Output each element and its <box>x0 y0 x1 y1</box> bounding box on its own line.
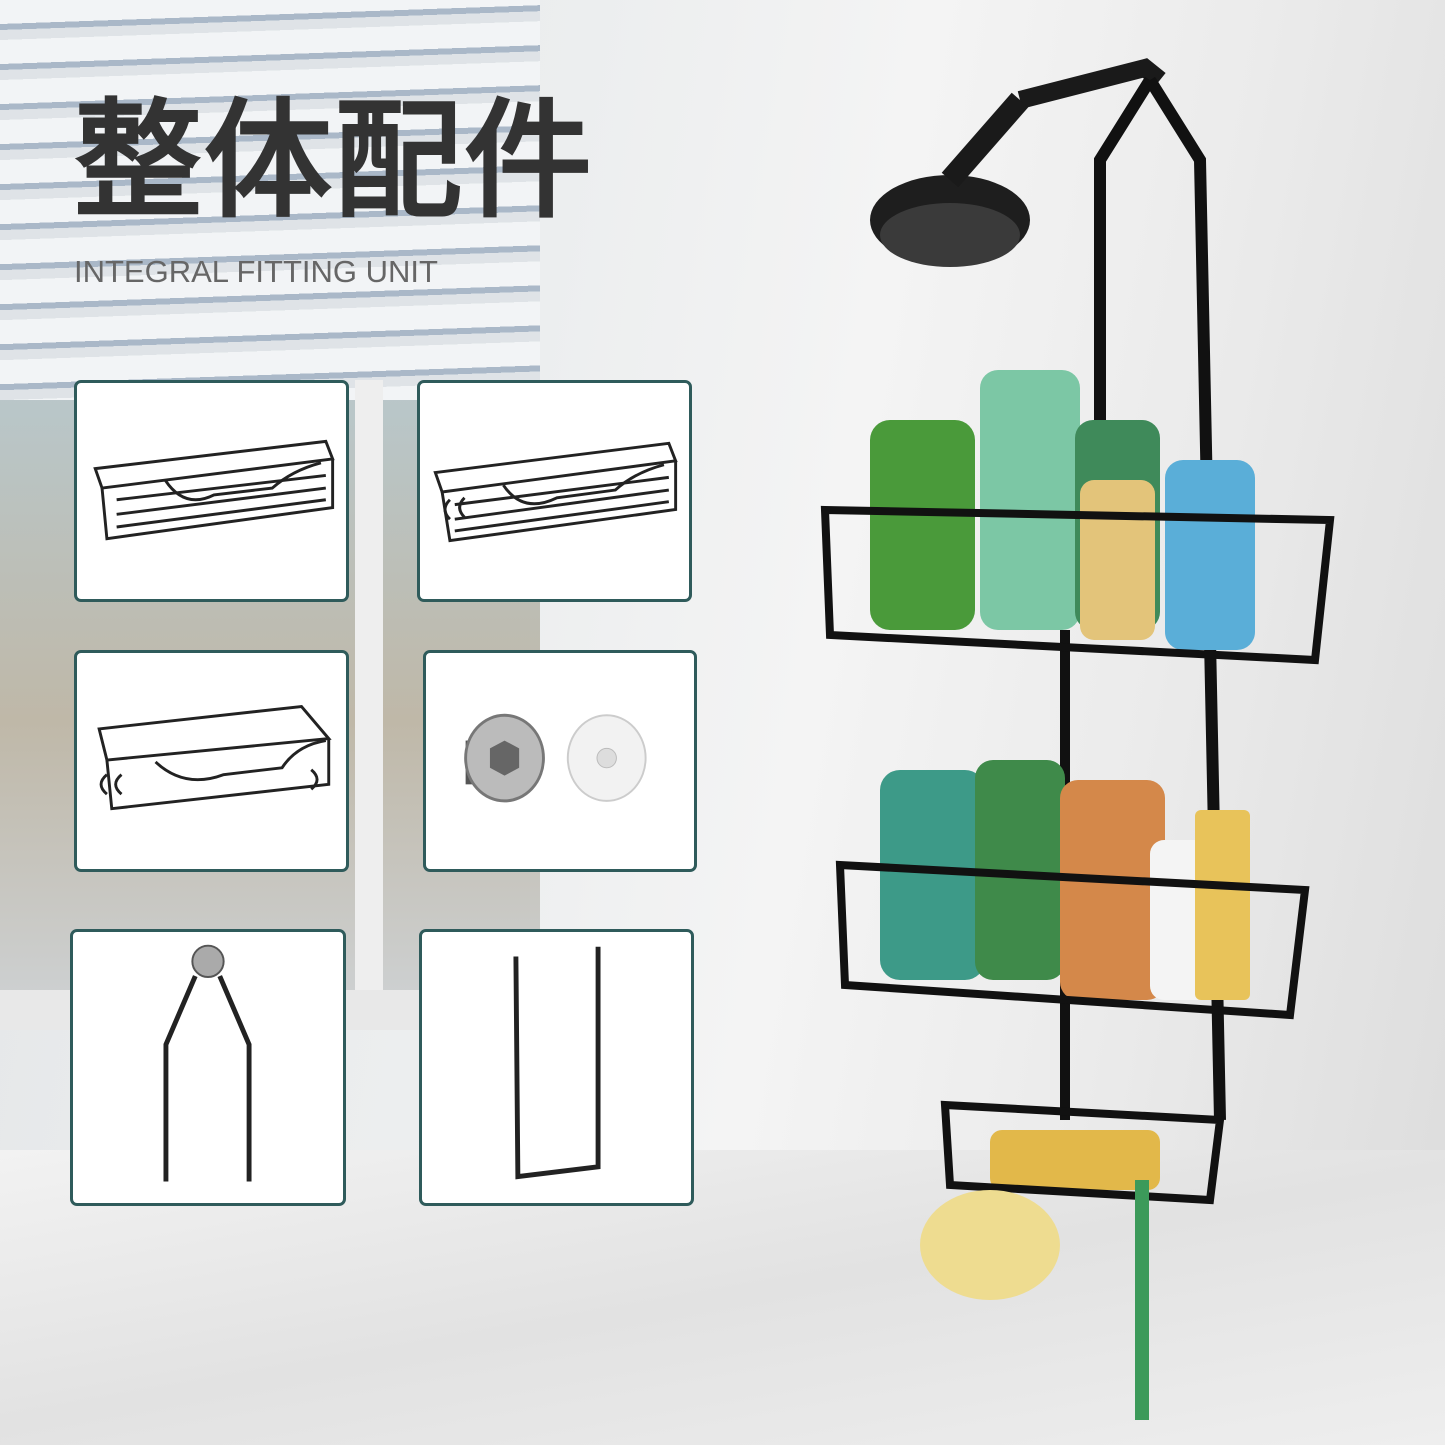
part-card-large-basket <box>74 380 349 602</box>
shower-head-icon <box>870 58 1166 267</box>
window-frame <box>355 380 383 1020</box>
window-blinds <box>0 0 540 400</box>
loofah <box>920 1190 1060 1300</box>
basket-shelves <box>820 505 1335 1205</box>
wire-basket-large-icon <box>93 439 335 541</box>
hanger-arm-icon <box>163 944 252 1182</box>
part-card-small-basket <box>74 650 349 872</box>
razor <box>1135 1180 1149 1420</box>
wire-basket-hooks-icon <box>433 441 678 543</box>
page-subtitle: INTEGRAL FITTING UNIT <box>74 254 438 289</box>
shower-caddy-photo <box>820 58 1335 1420</box>
wire-basket-small-icon <box>97 704 332 811</box>
part-card-screw-suction <box>423 650 697 872</box>
part-card-u-frame <box>419 929 694 1206</box>
u-frame-rod-icon <box>513 946 601 1180</box>
part-card-hook-basket <box>417 380 692 602</box>
page-title: 整体配件 <box>74 87 595 236</box>
screw-and-suction-cup-icon <box>464 713 647 803</box>
part-card-hanger-arm <box>70 929 346 1206</box>
